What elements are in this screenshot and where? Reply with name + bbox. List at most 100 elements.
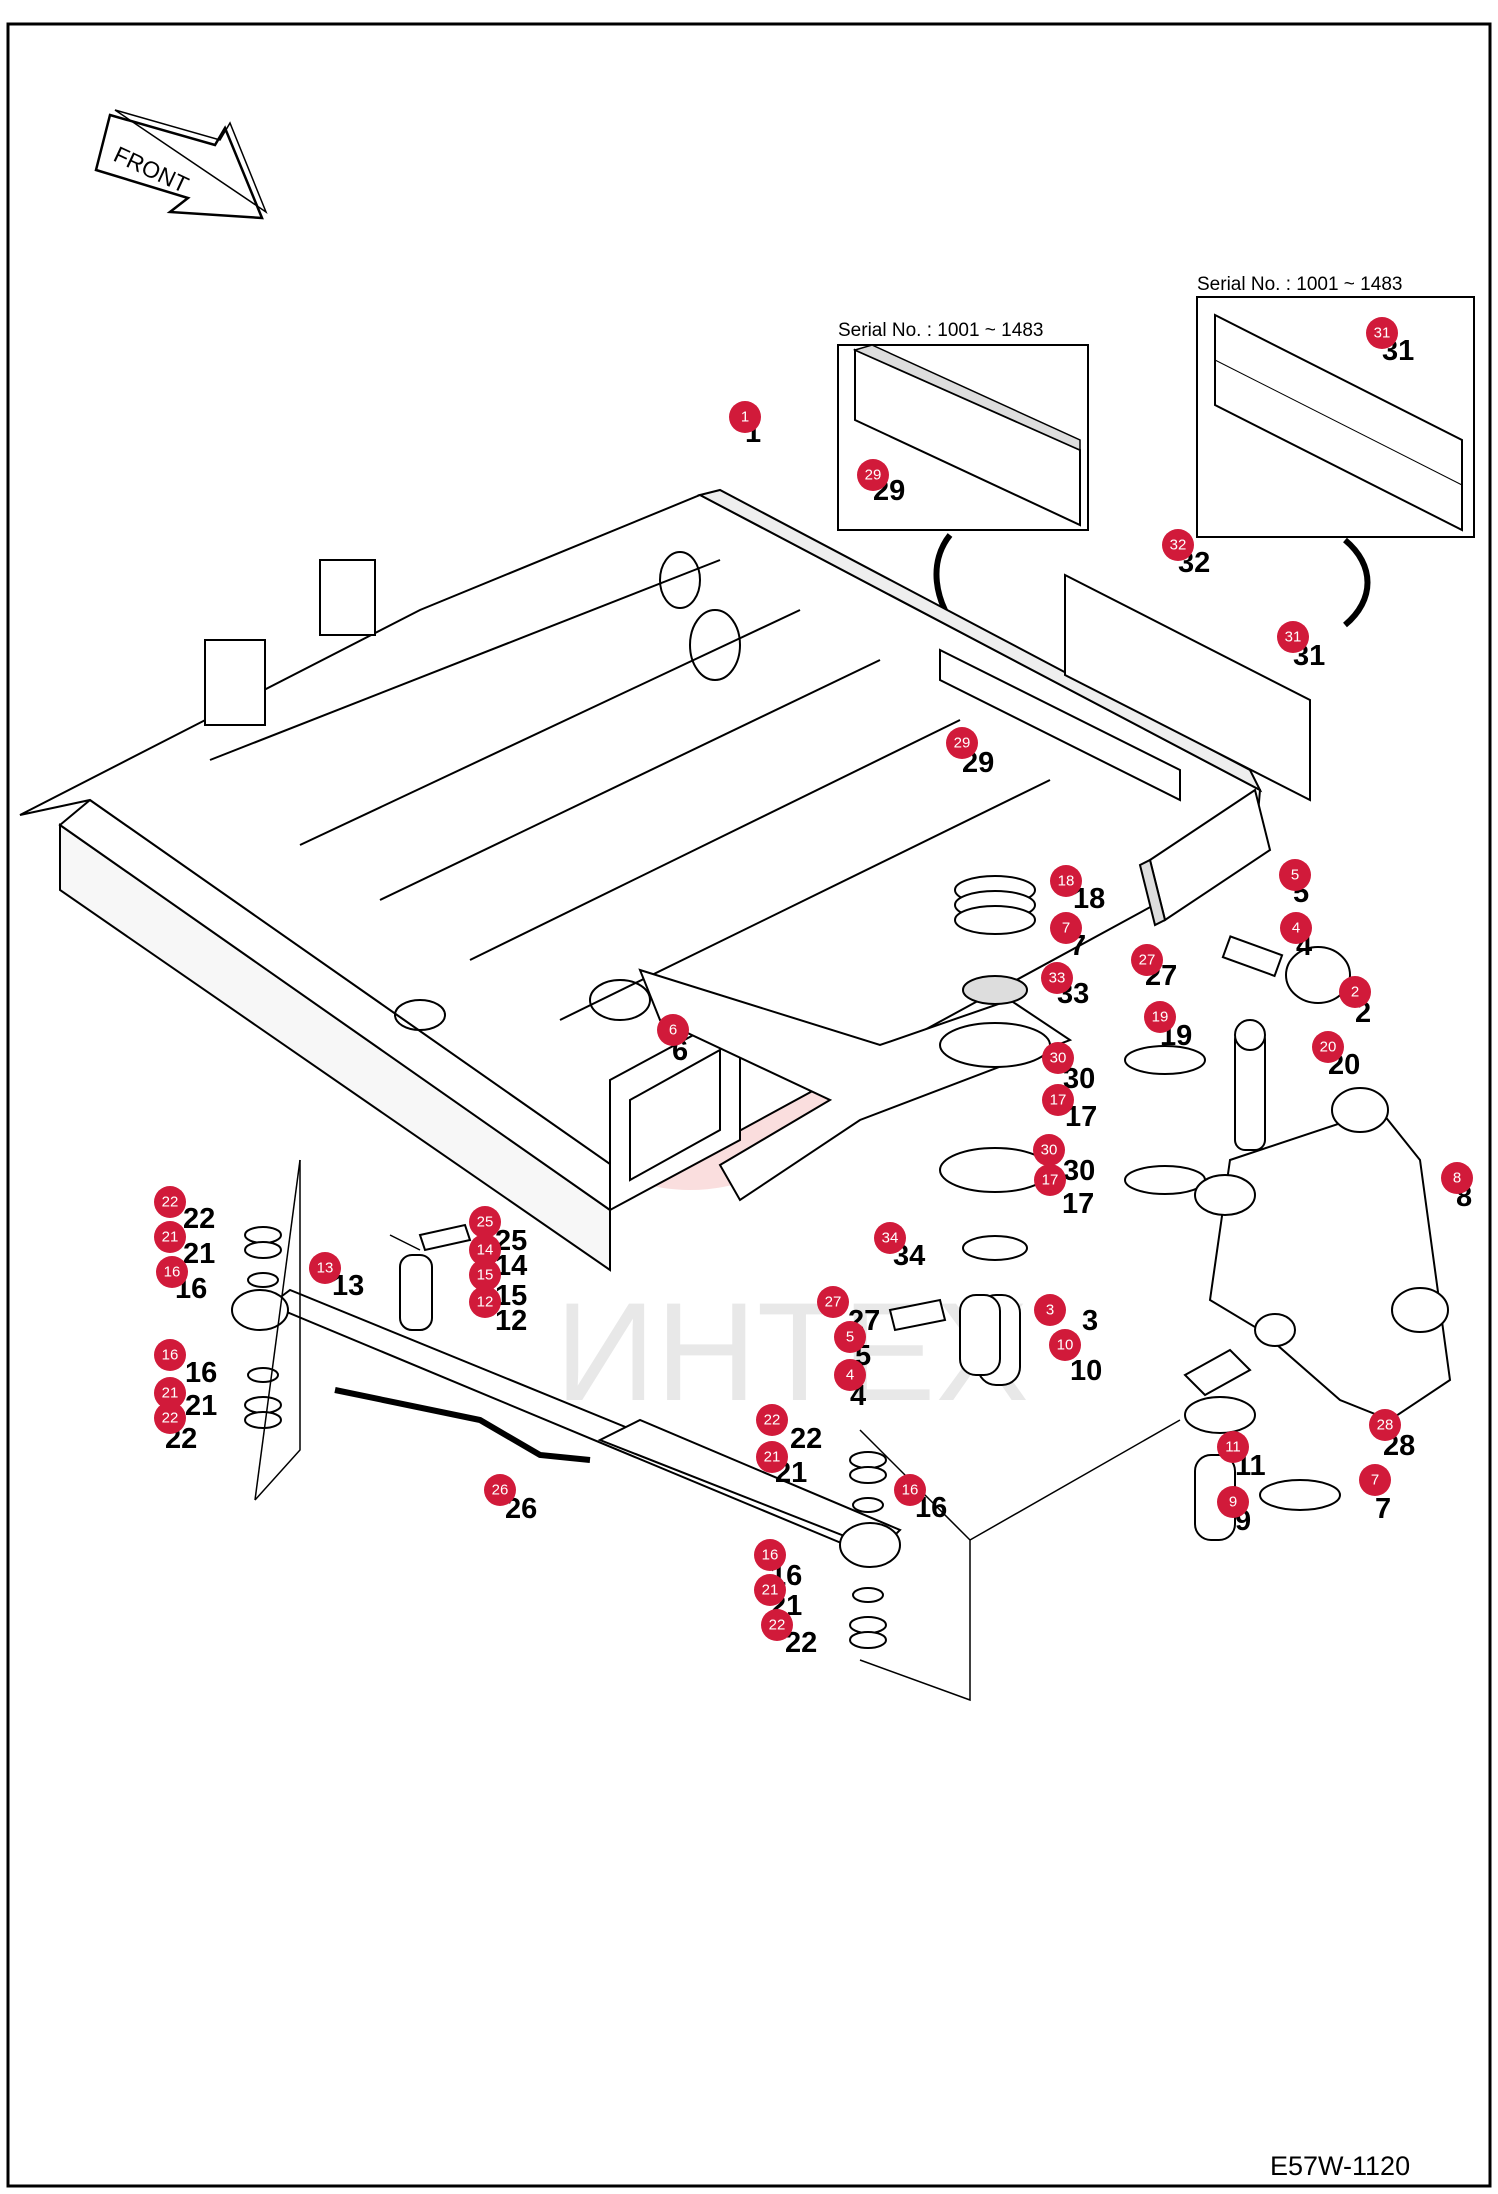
- callout-badge-16[interactable]: 16: [154, 1339, 186, 1371]
- callout-badge-circle: [1131, 944, 1163, 976]
- callout-badge-circle: [1441, 1162, 1473, 1194]
- callout-badge-27[interactable]: 27: [1131, 944, 1163, 976]
- callout-badge-circle: [946, 727, 978, 759]
- callout-badge-9[interactable]: 9: [1217, 1486, 1249, 1518]
- callout-badge-12[interactable]: 12: [469, 1286, 501, 1318]
- label-21a: 21: [183, 1238, 215, 1270]
- callout-badge-25[interactable]: 25: [469, 1206, 501, 1238]
- callout-badge-4[interactable]: 4: [1280, 912, 1312, 944]
- label-22a: 22: [183, 1203, 215, 1235]
- callout-badge-number: 5: [1291, 867, 1299, 884]
- callout-badge-22[interactable]: 22: [154, 1402, 186, 1434]
- callout-badge-number: 6: [669, 1022, 677, 1039]
- callout-badge-8[interactable]: 8: [1441, 1162, 1473, 1194]
- callout-badge-14[interactable]: 14: [469, 1234, 501, 1266]
- callout-badge-3[interactable]: 3: [1034, 1294, 1066, 1326]
- callout-badge-4[interactable]: 4: [834, 1359, 866, 1391]
- callout-badge-20[interactable]: 20: [1312, 1031, 1344, 1063]
- callout-badge-27[interactable]: 27: [817, 1286, 849, 1318]
- callout-badge-30[interactable]: 30: [1042, 1042, 1074, 1074]
- callout-badge-26[interactable]: 26: [484, 1474, 516, 1506]
- callout-badge-number: 3: [1046, 1302, 1054, 1319]
- label-10: 10: [1070, 1355, 1102, 1387]
- callout-badge-29[interactable]: 29: [857, 459, 889, 491]
- callout-badge-7[interactable]: 7: [1050, 912, 1082, 944]
- callout-badge-13[interactable]: 13: [309, 1252, 341, 1284]
- rear-seal-drawing: [939, 573, 1311, 802]
- callout-badge-number: 21: [764, 1449, 781, 1466]
- callout-badge-21[interactable]: 21: [756, 1441, 788, 1473]
- callout-badge-7[interactable]: 7: [1359, 1464, 1391, 1496]
- callout-badge-number: 11: [1225, 1439, 1241, 1456]
- callout-badge-29[interactable]: 29: [946, 727, 978, 759]
- callout-badge-number: 14: [477, 1242, 494, 1259]
- callout-badge-circle: [894, 1474, 926, 1506]
- callout-badge-circle: [754, 1574, 786, 1606]
- callout-badge-32[interactable]: 32: [1162, 529, 1194, 561]
- callout-badge-number: 4: [846, 1367, 854, 1384]
- callout-badge-21[interactable]: 21: [154, 1377, 186, 1409]
- callout-badge-11[interactable]: 11: [1217, 1431, 1249, 1463]
- callout-badge-circle: [469, 1286, 501, 1318]
- callout-badge-15[interactable]: 15: [469, 1259, 501, 1291]
- callout-badge-number: 30: [1050, 1050, 1067, 1067]
- callout-badge-number: 13: [317, 1260, 334, 1277]
- callout-badge-number: 1: [741, 409, 749, 426]
- callout-badge-22[interactable]: 22: [761, 1609, 793, 1641]
- callout-badge-circle: [1034, 1294, 1066, 1326]
- callout-badge-34[interactable]: 34: [874, 1222, 906, 1254]
- callout-badge-circle: [1366, 317, 1398, 349]
- callout-badge-21[interactable]: 21: [754, 1574, 786, 1606]
- label-22c: 22: [790, 1423, 822, 1455]
- callout-badge-22[interactable]: 22: [154, 1186, 186, 1218]
- label-3: 3: [1082, 1305, 1098, 1337]
- callout-badge-circle: [874, 1222, 906, 1254]
- callout-badge-circle: [756, 1441, 788, 1473]
- callout-badge-21[interactable]: 21: [154, 1221, 186, 1253]
- callout-badge-5[interactable]: 5: [834, 1321, 866, 1353]
- callout-badge-circle: [1280, 912, 1312, 944]
- callout-badge-17[interactable]: 17: [1042, 1084, 1074, 1116]
- callout-badge-circle: [154, 1339, 186, 1371]
- callout-badge-number: 7: [1062, 920, 1070, 937]
- callout-badge-16[interactable]: 16: [754, 1539, 786, 1571]
- cover-plate-drawing: [1214, 313, 1463, 532]
- callout-badge-22[interactable]: 22: [756, 1404, 788, 1436]
- bushing-rings-drawing: [244, 1226, 887, 1649]
- callout-badge-18[interactable]: 18: [1050, 865, 1082, 897]
- callout-badge-28[interactable]: 28: [1369, 1409, 1401, 1441]
- callout-badge-number: 25: [477, 1214, 494, 1231]
- callout-badge-number: 22: [769, 1617, 786, 1634]
- page-border: [6, 22, 1492, 2188]
- callout-badge-number: 29: [865, 467, 882, 484]
- callout-badge-circle: [817, 1286, 849, 1318]
- callout-badge-6[interactable]: 6: [657, 1014, 689, 1046]
- callout-badge-16[interactable]: 16: [894, 1474, 926, 1506]
- swing-bracket-drawing: [638, 875, 1206, 1386]
- callout-badge-33[interactable]: 33: [1041, 962, 1073, 994]
- callout-badge-10[interactable]: 10: [1049, 1329, 1081, 1361]
- callout-badge-number: 22: [162, 1194, 179, 1211]
- callout-badge-5[interactable]: 5: [1279, 859, 1311, 891]
- callout-badge-circle: [469, 1259, 501, 1291]
- watermark-text: ИНТЕХ: [555, 1273, 1029, 1430]
- callout-badge-circle: [1162, 529, 1194, 561]
- callout-badge-31[interactable]: 31: [1366, 317, 1398, 349]
- callout-badge-19[interactable]: 19: [1144, 1001, 1176, 1033]
- callout-badge-number: 34: [882, 1230, 899, 1247]
- callout-badge-2[interactable]: 2: [1339, 976, 1371, 1008]
- callout-badge-17[interactable]: 17: [1034, 1164, 1066, 1196]
- callout-badge-31[interactable]: 31: [1277, 621, 1309, 653]
- callout-badge-16[interactable]: 16: [156, 1256, 188, 1288]
- callout-badge-number: 31: [1374, 325, 1391, 342]
- callout-badge-circle: [154, 1377, 186, 1409]
- callout-badge-circle: [756, 1404, 788, 1436]
- callout-badge-circle: [154, 1402, 186, 1434]
- callout-badge-circle: [1050, 912, 1082, 944]
- callout-badge-circle: [1369, 1409, 1401, 1441]
- callout-badge-1[interactable]: 1: [729, 401, 761, 433]
- callout-badge-circle: [1312, 1031, 1344, 1063]
- callout-badge-circle: [154, 1186, 186, 1218]
- callout-badge-30[interactable]: 30: [1033, 1134, 1065, 1166]
